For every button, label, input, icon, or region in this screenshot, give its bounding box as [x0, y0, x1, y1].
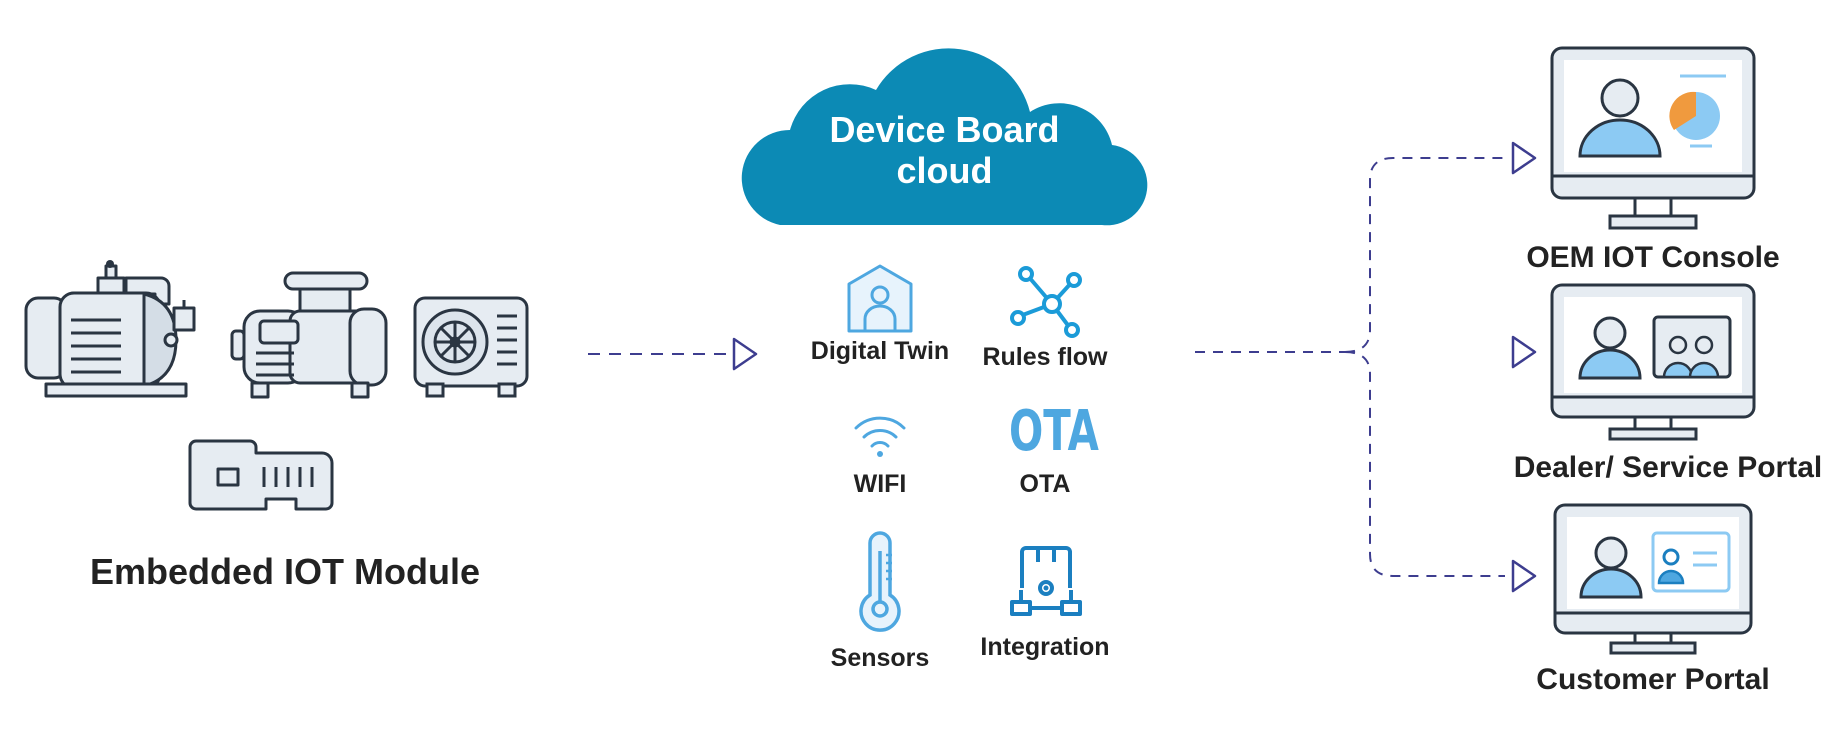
- feature-label-digital-twin: Digital Twin: [810, 337, 950, 365]
- portal-label-dealer-service-portal: Dealer/ Service Portal: [1513, 451, 1823, 484]
- feature-label-ota: OTA: [1019, 470, 1071, 498]
- pump-icon: [230, 271, 388, 399]
- ota-icon: OTA: [1009, 399, 1099, 464]
- monitor-chart-icon: [1550, 46, 1756, 230]
- embedded-iot-module-label: Embedded IOT Module: [89, 551, 480, 592]
- arrow-left-to-cloud: [588, 337, 758, 371]
- arrow-cloud-to-portals: [1195, 141, 1537, 593]
- wifi-icon: [854, 416, 906, 457]
- feature-label-rules-flow: Rules flow: [982, 343, 1108, 371]
- cloud-shape: [741, 48, 1148, 226]
- monitor-id-card-icon: [1553, 503, 1753, 655]
- rules-flow-icon: [1010, 266, 1082, 338]
- feature-label-integration: Integration: [980, 633, 1110, 661]
- portal-label-oem-iot-console: OEM IOT Console: [1526, 241, 1780, 274]
- monitor-group-icon: [1550, 283, 1756, 441]
- portal-label-customer-portal: Customer Portal: [1536, 663, 1770, 696]
- cloud-title: Device Board cloud: [829, 109, 1060, 191]
- motor-icon: [24, 260, 196, 398]
- digital-twin-icon: [847, 264, 913, 333]
- ac-unit-icon: [413, 296, 529, 398]
- integration-icon: [1010, 546, 1082, 616]
- feature-label-wifi: WIFI: [853, 470, 907, 498]
- iot-module-icon: [188, 439, 334, 511]
- thermometer-icon: [859, 531, 901, 632]
- feature-label-sensors: Sensors: [830, 644, 930, 672]
